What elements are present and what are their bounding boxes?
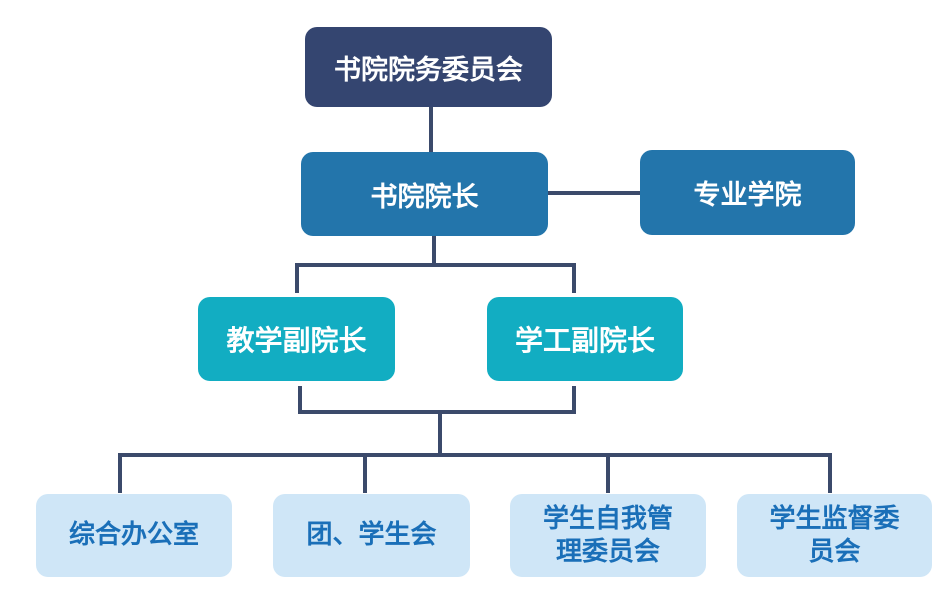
node-school-label: 专业学院	[693, 180, 802, 211]
node-office-label: 综合办公室	[68, 520, 199, 551]
connector-to-vp-teaching	[295, 263, 299, 293]
connector-to-office	[118, 453, 122, 493]
connector-vp-merge	[298, 410, 576, 414]
node-vp-teaching: 教学副院长	[198, 297, 395, 381]
node-office: 综合办公室	[36, 494, 232, 577]
node-league-union: 团、学生会	[273, 494, 470, 577]
connector-merge-down	[438, 410, 442, 456]
connector-to-vp-student	[572, 263, 576, 293]
connector-to-supervision	[828, 453, 832, 493]
node-supervision-label: 学生监督委员会	[769, 504, 900, 567]
connector-vp-bus	[295, 263, 576, 267]
node-dean: 书院院长	[301, 152, 548, 236]
node-supervision: 学生监督委员会	[737, 494, 932, 577]
connector-dept-bus	[118, 453, 832, 457]
connector-committee-dean	[429, 107, 433, 153]
connector-to-self-management	[606, 453, 610, 493]
node-dean-label: 书院院长	[370, 181, 479, 213]
node-self-management: 学生自我管理委员会	[510, 494, 706, 577]
node-league-union-label: 团、学生会	[306, 520, 437, 551]
connector-to-league-union	[363, 453, 367, 493]
node-committee-label: 书院院务委员会	[334, 54, 523, 86]
node-vp-student-label: 学工副院长	[514, 324, 655, 357]
node-vp-student: 学工副院长	[487, 297, 683, 381]
connector-from-vp-teaching	[298, 386, 302, 414]
connector-from-vp-student	[572, 386, 576, 414]
node-committee: 书院院务委员会	[305, 27, 552, 107]
node-vp-teaching-label: 教学副院长	[226, 324, 367, 357]
node-school: 专业学院	[640, 150, 855, 235]
node-self-management-label: 学生自我管理委员会	[542, 504, 673, 567]
connector-dean-school	[548, 191, 641, 195]
connector-dean-down	[432, 236, 436, 267]
